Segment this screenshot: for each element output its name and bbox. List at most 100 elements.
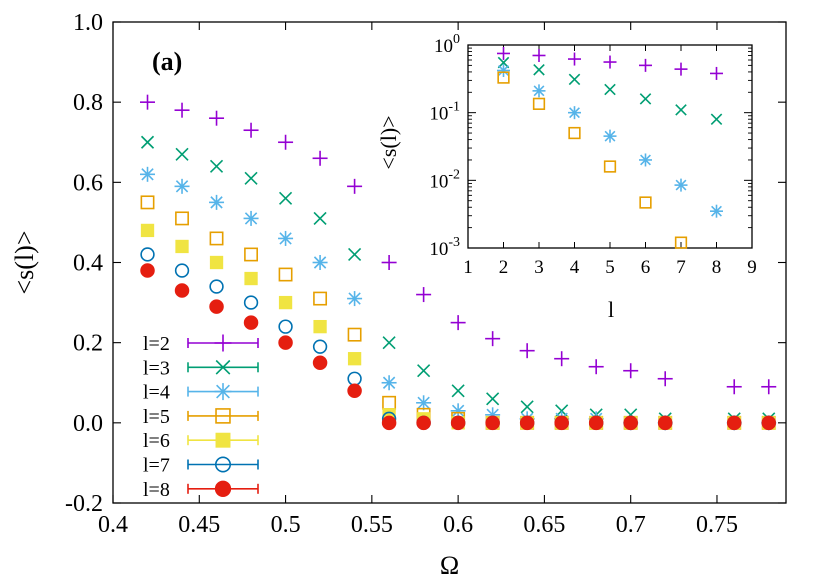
x-tick-label: 0.4 [98, 512, 128, 538]
data-point [417, 364, 431, 378]
inset-data-point [568, 126, 581, 140]
inset-data-point [497, 63, 510, 77]
data-point [174, 102, 190, 118]
data-point [347, 352, 362, 366]
data-point [347, 327, 362, 342]
data-point [347, 178, 363, 194]
inset-y-tick-base: 10 [429, 104, 448, 125]
data-point [416, 415, 431, 431]
y-axis-label: <s(l)> [10, 231, 39, 295]
legend-marker [215, 359, 231, 375]
data-point [450, 415, 466, 431]
inset-series-asterisk [497, 63, 723, 218]
data-point [244, 247, 259, 262]
data-point [140, 195, 155, 210]
data-point [312, 150, 328, 166]
legend-label: l=3 [143, 357, 170, 379]
inset-data-point [710, 204, 723, 218]
y-tick-label: 0.6 [73, 170, 103, 196]
inset-data-point [568, 73, 581, 86]
inset-data-point [710, 66, 723, 80]
data-point [313, 211, 327, 225]
inset-series-cross [497, 56, 723, 125]
series-l=8 [140, 263, 776, 431]
inset-x-tick-label: 5 [605, 257, 615, 278]
inset-data-point [639, 153, 652, 167]
data-point [485, 415, 500, 431]
legend-marker [214, 480, 232, 497]
inset-x-tick-label: 8 [712, 257, 722, 278]
data-point [244, 271, 258, 286]
inset-y-axis-label: <s(l)> [376, 115, 401, 169]
data-point [175, 211, 189, 226]
data-point [209, 159, 224, 173]
inset-x-tick-label: 1 [463, 257, 473, 278]
x-tick-label: 0.45 [178, 512, 220, 538]
inset-data-point [675, 104, 687, 116]
data-point [519, 415, 535, 431]
data-point [347, 291, 363, 307]
data-point [209, 279, 224, 294]
inset-y-tick-exponent: -2 [448, 167, 460, 182]
data-point [450, 403, 466, 419]
data-point [278, 134, 294, 150]
series-l=2 [140, 94, 777, 395]
inset-y-tick-exponent: 0 [453, 32, 460, 47]
inset-y-tick-base: 10 [429, 171, 448, 192]
x-tick-label: 0.65 [523, 512, 565, 538]
data-point [140, 135, 155, 149]
data-point [209, 299, 224, 314]
data-point [278, 295, 293, 310]
data-point [209, 194, 225, 210]
data-point [312, 255, 328, 270]
data-point [244, 171, 258, 185]
data-point [243, 210, 259, 226]
data-point [140, 247, 155, 262]
data-point [278, 335, 293, 350]
inset-data-point [639, 93, 652, 105]
legend-label: l=2 [143, 333, 170, 355]
data-point [348, 247, 362, 262]
data-point [623, 415, 638, 431]
inset-data-point [710, 113, 723, 125]
data-point [243, 295, 259, 310]
x-tick-label: 0.5 [271, 512, 301, 538]
legend-marker [214, 334, 232, 352]
inset-x-tick-label: 7 [676, 257, 686, 278]
data-point [416, 395, 432, 411]
inset-data-point [603, 129, 617, 143]
series-l=3 [140, 135, 776, 426]
data-point [278, 267, 293, 282]
inset-x-tick-label: 6 [641, 257, 651, 278]
data-point [382, 395, 397, 410]
data-point [312, 339, 328, 354]
data-point [485, 331, 501, 347]
legend-marker [214, 383, 232, 401]
data-point [381, 375, 397, 391]
x-tick-label: 0.55 [351, 512, 393, 538]
data-point [761, 379, 777, 395]
data-point [174, 178, 190, 194]
inset-data-point [497, 46, 510, 60]
data-point [209, 231, 224, 246]
inset-y-tick-exponent: -3 [448, 235, 460, 250]
inset-y-tick-exponent: -1 [448, 100, 460, 115]
inset-data-point [674, 236, 688, 249]
inset-y-tick-base: 10 [429, 239, 448, 260]
data-point [312, 355, 328, 370]
data-point [313, 291, 328, 306]
legend-label: l=6 [143, 430, 170, 452]
inset-data-point [568, 52, 581, 66]
inset-x-axis-label: l [608, 297, 614, 322]
data-point [451, 384, 465, 398]
inset-data-point [532, 48, 546, 62]
data-point [243, 122, 259, 138]
inset-y-tick-base: 10 [434, 36, 453, 57]
legend-marker [215, 408, 231, 424]
data-point [175, 239, 189, 254]
